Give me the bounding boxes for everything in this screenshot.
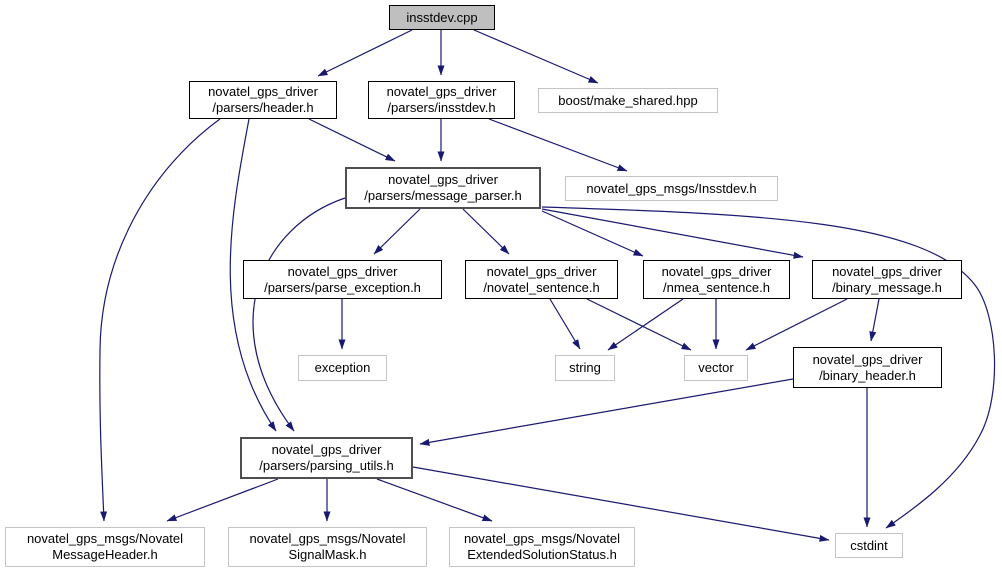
edge-parsing_utils-to-cstdint: [412, 466, 830, 542]
edge-novatel_sentence-to-string: [549, 298, 581, 350]
node-label: novatel_gps_driver /nmea_sentence.h: [661, 263, 772, 295]
node-binary-header-h[interactable]: novatel_gps_driver /binary_header.h: [793, 347, 942, 388]
node-label: novatel_gps_msgs/Novatel MessageHeader.h: [26, 531, 184, 562]
node-parsers-message-parser-h[interactable]: novatel_gps_driver /parsers/message_pars…: [345, 167, 541, 209]
node-label: novatel_gps_msgs/Insstdev.h: [586, 180, 757, 196]
edge-binary_header-to-parsing_utils: [419, 378, 794, 446]
node-novatel-signal-mask-h: novatel_gps_msgs/Novatel SignalMask.h: [228, 527, 427, 567]
edge-nmea_sentence-to-string: [607, 298, 684, 351]
edge-header_h-to-parsing_utils: [229, 118, 277, 432]
node-label: novatel_gps_driver /parsers/header.h: [208, 84, 318, 115]
node-label: novatel_gps_driver /novatel_sentence.h: [483, 263, 600, 295]
edge-parsing_utils-to-novatel_message_header: [166, 478, 279, 522]
node-label: novatel_gps_driver /parsers/parsing_util…: [259, 442, 394, 473]
node-parsers-parse-exception-h[interactable]: novatel_gps_driver /parsers/parse_except…: [243, 260, 442, 299]
node-binary-message-h[interactable]: novatel_gps_driver /binary_message.h: [812, 260, 962, 299]
edge-parsing_utils-to-novatel_extended_solution_status: [376, 478, 493, 522]
edge-header_h-to-novatel_message_header: [99, 118, 221, 522]
node-novatel-sentence-h[interactable]: novatel_gps_driver /novatel_sentence.h: [465, 260, 618, 299]
node-label: cstdint: [850, 537, 888, 553]
node-exception: exception: [298, 355, 387, 381]
node-label: vector: [698, 360, 734, 375]
node-parsers-parsing-utils-h[interactable]: novatel_gps_driver /parsers/parsing_util…: [240, 437, 413, 479]
edge-message_parser-to-nmea_sentence: [541, 210, 644, 257]
edge-insstdev_h-to-insstdev_msgs: [488, 118, 628, 172]
node-label: novatel_gps_driver /parsers/message_pars…: [364, 172, 522, 203]
node-label: novatel_gps_driver /parsers/insstdev.h: [386, 84, 497, 115]
node-label: novatel_gps_driver /parsers/parse_except…: [264, 263, 421, 295]
node-vector: vector: [684, 355, 748, 381]
node-label: novatel_gps_msgs/Novatel SignalMask.h: [249, 531, 406, 562]
node-parsers-insstdev-h[interactable]: novatel_gps_driver /parsers/insstdev.h: [368, 81, 515, 119]
node-novatel-message-header-h: novatel_gps_msgs/Novatel MessageHeader.h: [5, 527, 205, 567]
edge-message_parser-to-parse_exception: [373, 208, 421, 255]
node-label: novatel_gps_driver /binary_message.h: [832, 263, 942, 295]
node-label: insstdev.cpp: [406, 9, 478, 25]
edge-insstdev_cpp-to-header_h: [317, 29, 413, 77]
edge-message_parser-to-parsing_utils: [252, 197, 346, 432]
node-boost-make-shared-hpp: boost/make_shared.hpp: [538, 88, 718, 113]
node-label: boost/make_shared.hpp: [558, 92, 698, 108]
edge-binary_message-to-vector: [745, 298, 848, 351]
edge-insstdev_cpp-to-boost_make_shared: [473, 29, 599, 84]
edge-message_parser-to-binary_message: [541, 208, 804, 259]
edge-binary_message-to-binary_header: [869, 298, 880, 342]
node-nmea-sentence-h[interactable]: novatel_gps_driver /nmea_sentence.h: [643, 260, 790, 299]
edge-message_parser-to-novatel_sentence: [462, 208, 510, 255]
edge-message_parser-to-cstdint: [541, 206, 996, 529]
node-label: exception: [314, 360, 371, 375]
node-label: novatel_gps_msgs/Novatel ExtendedSolutio…: [463, 531, 621, 562]
node-cstdint: cstdint: [835, 533, 903, 558]
node-insstdev-cpp: insstdev.cpp: [389, 5, 495, 30]
node-novatel-gps-msgs-insstdev-h: novatel_gps_msgs/Insstdev.h: [565, 176, 778, 201]
node-label: string: [569, 360, 601, 375]
node-string: string: [555, 355, 615, 381]
edge-header_h-to-message_parser: [308, 118, 396, 162]
node-novatel-extended-solution-status-h: novatel_gps_msgs/Novatel ExtendedSolutio…: [449, 527, 635, 567]
node-label: novatel_gps_driver /binary_header.h: [812, 351, 923, 383]
node-parsers-header-h[interactable]: novatel_gps_driver /parsers/header.h: [189, 81, 337, 119]
edge-novatel_sentence-to-vector: [586, 298, 692, 351]
